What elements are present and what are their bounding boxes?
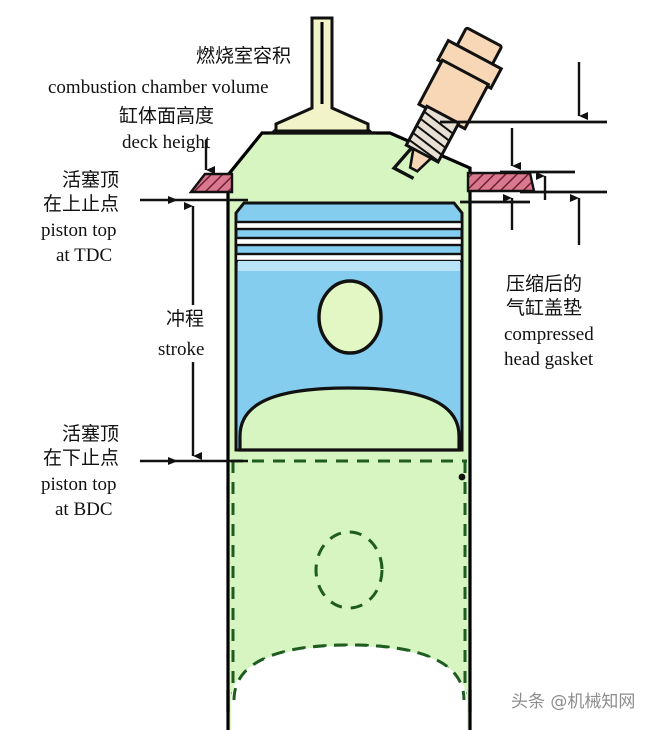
cylinder-bottom-open-area: [231, 646, 467, 730]
piston-skirt-arch-cutout: [238, 386, 461, 452]
bdc-pin-bore: [314, 530, 384, 610]
label-piston-bdc-cn-2: 在下止点: [43, 447, 119, 469]
label-piston-bdc-en-1: piston top: [41, 474, 116, 495]
piston-ring-band-highlight: [238, 261, 460, 271]
piston-ring-groove-3: [234, 252, 464, 263]
label-stroke-cn: 冲程: [166, 308, 204, 330]
label-piston-bdc-cn-1: 活塞顶: [62, 423, 119, 445]
piston-ring-groove-2: [234, 236, 464, 247]
labels-group: 燃烧室容积 combustion chamber volume 缸体面高度 de…: [41, 45, 594, 520]
label-piston-bdc-en-2: at BDC: [55, 499, 113, 520]
label-piston-tdc-cn-1: 活塞顶: [62, 169, 119, 191]
piston-rings: [234, 220, 464, 263]
label-piston-tdc-en-1: piston top: [41, 220, 116, 241]
watermark-label: 头条 @机械知网: [511, 692, 635, 712]
piston-group: [234, 201, 464, 452]
intake-valve-group: [274, 16, 370, 133]
spark-plug-ground-strap: [391, 146, 415, 180]
label-deck-height-en: deck height: [122, 132, 211, 153]
head-gasket-right: [466, 171, 536, 193]
dimension-lines-group: [140, 62, 607, 465]
label-head-gasket-en-1: compressed: [504, 324, 594, 345]
label-combustion-chamber-en: combustion chamber volume: [48, 77, 269, 98]
piston-pin-bore: [317, 279, 383, 355]
piston-ring-groove-1: [234, 220, 464, 231]
piston-outline-at-bdc: [231, 459, 467, 701]
spark-plug-thread-lines: [408, 110, 454, 162]
label-head-gasket-cn-2: 气缸盖垫: [506, 297, 582, 319]
spark-plug-group: [391, 26, 504, 180]
label-combustion-chamber-cn: 燃烧室容积: [196, 45, 291, 67]
bdc-locator-dot: [458, 473, 466, 481]
head-gasket-left: [188, 172, 234, 194]
label-head-gasket-cn-1: 压缩后的: [506, 273, 582, 295]
label-piston-tdc-cn-2: 在上止点: [43, 193, 119, 215]
label-deck-height-cn: 缸体面高度: [119, 105, 214, 127]
label-head-gasket-en-2: head gasket: [504, 349, 594, 370]
label-piston-tdc-en-2: at TDC: [56, 245, 112, 266]
label-stroke-en: stroke: [158, 339, 204, 360]
spark-plug-electrode-tip: [408, 146, 434, 173]
